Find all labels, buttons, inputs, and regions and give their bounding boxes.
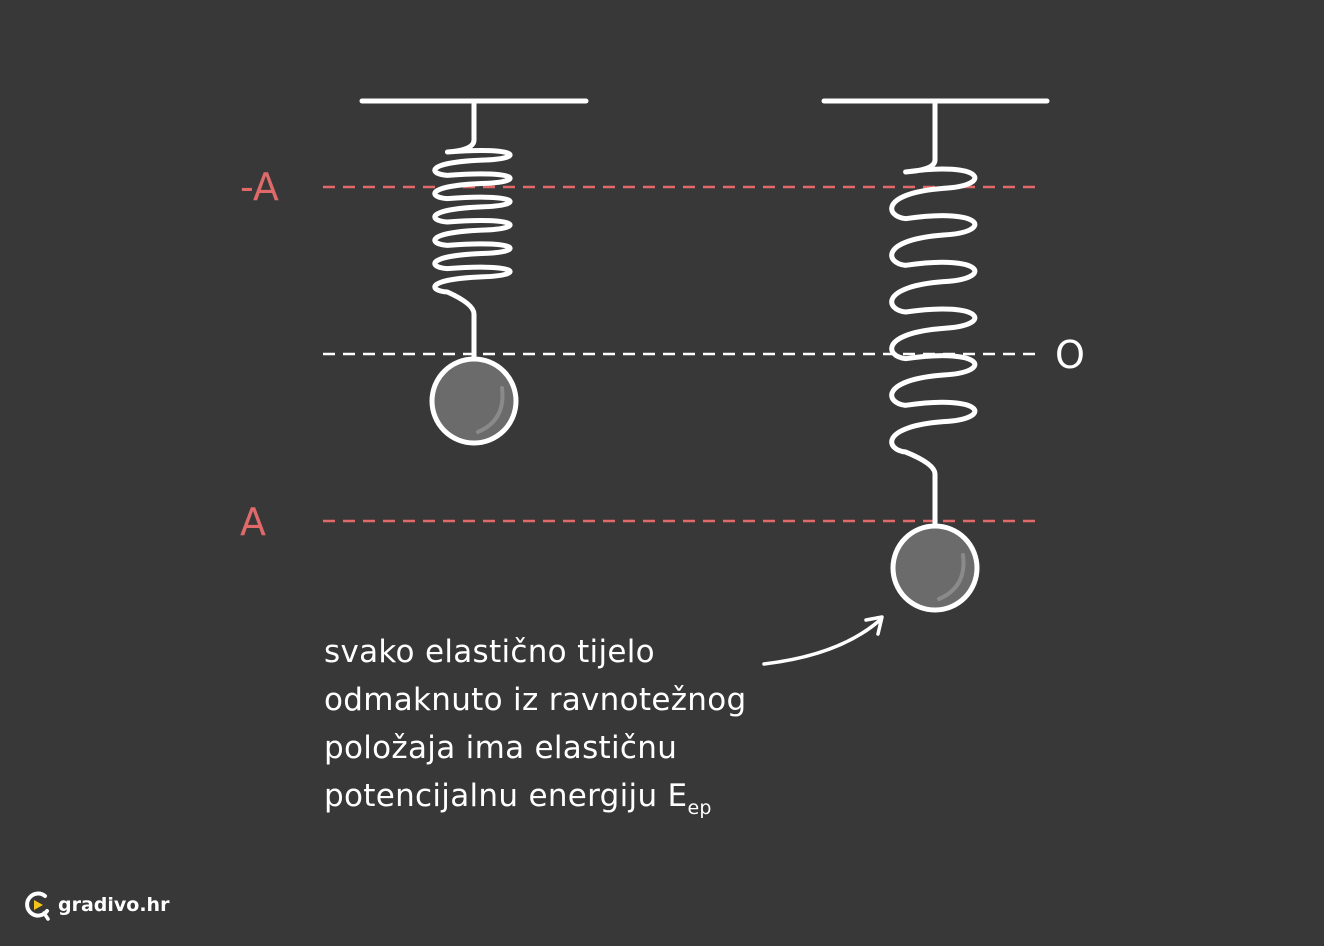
label-zero: O	[1055, 333, 1085, 377]
caption-line-2: odmaknuto iz ravnotežnog	[324, 682, 747, 718]
caption-line-3: položaja ima elastičnu	[324, 730, 678, 766]
label-a: A	[240, 500, 266, 544]
caption-line-4-text: potencijalnu energiju E	[324, 778, 688, 814]
caption-line-1: svako elastično tijelo	[324, 634, 655, 670]
left-spring	[432, 98, 513, 361]
caption-line-4: potencijalnu energiju Eep	[324, 772, 794, 832]
right-spring-system	[821, 98, 1050, 613]
gradivo-logo-icon	[25, 891, 50, 921]
right-mass-shine	[937, 553, 966, 601]
left-mass-shine	[476, 386, 505, 434]
left-spring-system	[359, 98, 589, 446]
brand-name: gradivo.hr	[58, 894, 170, 916]
annotation-arrow	[762, 615, 884, 666]
brand-logo[interactable]: gradivo.hr	[24, 888, 169, 922]
caption-text: svako elastično tijelo odmaknuto iz ravn…	[324, 628, 794, 832]
energy-subscript: ep	[687, 797, 712, 819]
label-minus-a: -A	[240, 165, 279, 209]
right-spring	[889, 98, 978, 527]
